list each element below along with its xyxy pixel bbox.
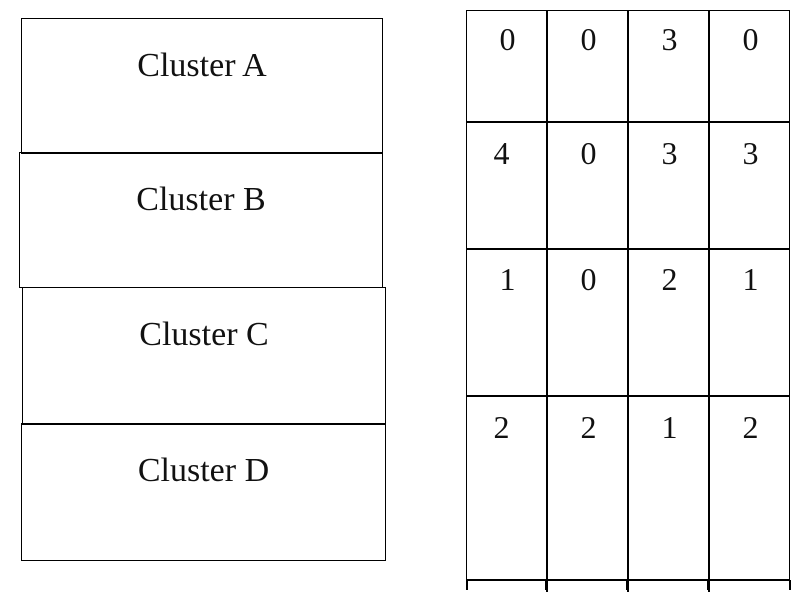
matrix-cell-r0-c2: 3 [661, 21, 678, 57]
grid-col-divider [627, 11, 629, 592]
grid-row-divider [467, 248, 789, 250]
matrix-cell-r3-c2: 1 [661, 409, 678, 445]
matrix-cell-r1-c3: 3 [742, 135, 759, 171]
grid-bottom-tick [466, 580, 468, 590]
cluster-label-d: Cluster D [137, 452, 270, 489]
matrix-cell-r1-c0: 4 [493, 135, 510, 171]
cluster-label-a: Cluster A [137, 47, 267, 84]
matrix-cell-r0-c3: 0 [742, 21, 759, 57]
grid-col-divider [546, 11, 548, 592]
matrix-cell-r2-c0: 1 [499, 261, 516, 297]
matrix-cell-r0-c0: 0 [499, 21, 516, 57]
grid-row-divider [467, 395, 789, 397]
matrix-cell-r3-c3: 2 [742, 409, 759, 445]
grid-row-divider [467, 121, 789, 123]
grid-col-divider [708, 11, 710, 592]
matrix-cell-r1-c1: 0 [580, 135, 597, 171]
matrix-cell-r3-c1: 2 [580, 409, 597, 445]
matrix-cell-r3-c0: 2 [493, 409, 510, 445]
matrix-cell-r2-c2: 2 [661, 261, 678, 297]
grid-bottom-tick [626, 580, 628, 590]
cluster-label-c: Cluster C [139, 316, 269, 353]
matrix-cell-r2-c1: 0 [580, 261, 597, 297]
matrix-cell-r1-c2: 3 [661, 135, 678, 171]
cluster-label-b: Cluster B [136, 181, 266, 218]
grid-bottom-tick [789, 580, 791, 590]
cluster-box-b: Cluster B [19, 152, 383, 288]
cluster-box-a: Cluster A [21, 18, 383, 154]
grid-bottom-tick [707, 580, 709, 590]
matrix-grid: 0 0 3 0 4 0 3 3 1 0 2 1 2 2 1 2 [466, 10, 790, 592]
grid-bottom-tick [545, 580, 547, 590]
matrix-cell-r0-c1: 0 [580, 21, 597, 57]
grid-bottom-border [466, 579, 790, 581]
cluster-box-d: Cluster D [21, 423, 386, 561]
matrix-cell-r2-c3: 1 [742, 261, 759, 297]
cluster-box-c: Cluster C [22, 287, 386, 425]
